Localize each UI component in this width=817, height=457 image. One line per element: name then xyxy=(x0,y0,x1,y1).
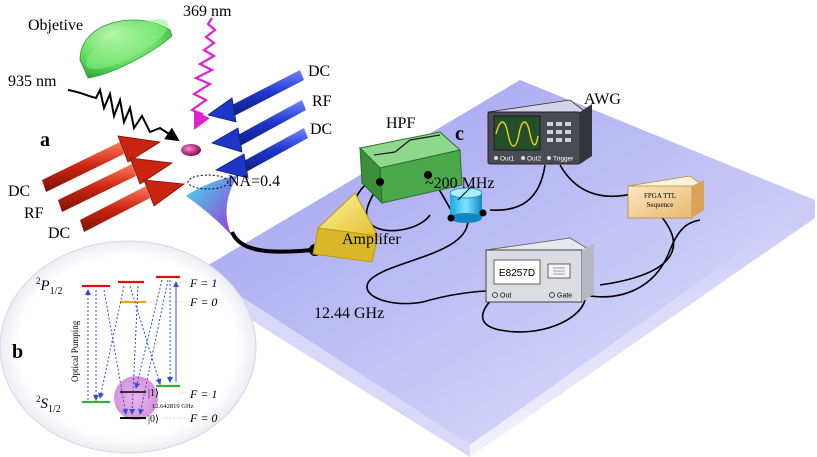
rf-right-label: RF xyxy=(312,93,332,110)
hpf-port-out xyxy=(424,171,432,179)
wavelength-369-label: 369 nm xyxy=(183,3,232,20)
electrode-dc-right-bottom xyxy=(214,128,308,179)
electrode-dc-left-bottom xyxy=(80,179,186,232)
laser-935-wave-icon xyxy=(67,87,180,142)
trapped-ion xyxy=(181,144,201,156)
hpf-label: HPF xyxy=(386,115,415,132)
dc-left-top-label: DC xyxy=(8,183,30,200)
dc-right-bottom-label: DC xyxy=(310,121,332,138)
energy-level-panel: b 2P1/2 2S1/2 F = 1 F = 0 xyxy=(0,240,257,454)
s-f0-label: F = 0 xyxy=(189,411,217,425)
platform-side-left xyxy=(195,270,470,457)
panel-b-label: b xyxy=(12,341,23,363)
wavelength-935-label: 935 nm xyxy=(8,73,57,90)
electrode-rf-right xyxy=(210,100,306,153)
hpf-box: HPF xyxy=(358,115,463,205)
frequency-200mhz-label: ~200 MHz xyxy=(425,175,495,192)
awg-out2-label: Out2 xyxy=(527,156,541,163)
electrode-dc-right-top xyxy=(207,70,304,123)
synth-gate-label: Gate xyxy=(557,293,572,300)
transition-arrows xyxy=(85,279,179,415)
awg-instrument: Out1 Out2 Trigger AWG xyxy=(487,91,621,165)
splitter-cylinder xyxy=(447,185,487,223)
s-f1-label: F = 1 xyxy=(189,387,217,401)
synth-model-label: E8257D xyxy=(499,268,535,279)
synth-display xyxy=(493,259,541,285)
electrodes-left: DC RF DC xyxy=(8,135,186,242)
amplifier-label: Amplifer xyxy=(342,231,401,248)
laser-935: 935 nm xyxy=(8,73,180,142)
p-superscript: 2 xyxy=(36,276,41,286)
panel-c-label: c xyxy=(455,123,464,145)
laser-369: 369 nm xyxy=(183,3,232,130)
dc-right-top-label: DC xyxy=(308,63,330,80)
optical-pumping-label: Optical Pumping xyxy=(70,320,80,382)
cable-cyl-to-synth xyxy=(366,219,504,305)
laser-369-wave-icon xyxy=(189,17,217,130)
level-p-label: 2P1/2 xyxy=(36,276,62,297)
fpga-box: FPGA TTL Sequence xyxy=(626,175,706,219)
hpf-response-icon xyxy=(373,134,441,156)
na-aperture-icon xyxy=(187,174,229,190)
fpga-line1: FPGA TTL xyxy=(644,192,676,200)
awg-label: AWG xyxy=(584,91,621,108)
electrode-rf-left xyxy=(58,157,174,212)
awg-waveform-icon xyxy=(495,121,539,147)
p-f1-label: F = 1 xyxy=(189,276,217,290)
panel-a-label: a xyxy=(40,129,50,151)
s-subscript: 1/2 xyxy=(48,404,61,415)
synthesizer-instrument: E8257D Out Gate xyxy=(484,237,594,303)
splitter-mark-icon xyxy=(457,185,473,201)
ket-0-label: |0⟩ xyxy=(148,414,159,425)
awg-keypad xyxy=(547,122,571,142)
objective-label: Objetive xyxy=(28,17,83,34)
level-panel-background xyxy=(0,240,257,454)
fpga-line2: Sequence xyxy=(647,201,674,209)
cable-objective-to-amplifier xyxy=(230,231,313,254)
collection-cone: NA=0.4 xyxy=(186,173,280,236)
cable-out-loop xyxy=(481,294,586,333)
dc-left-bottom-label: DC xyxy=(48,225,70,242)
rf-left-label: RF xyxy=(24,205,44,222)
electrode-dc-left-top xyxy=(42,135,162,192)
electrodes-right: DC RF DC xyxy=(207,63,332,179)
collection-cone-icon xyxy=(186,176,238,236)
synth-out-label: Out xyxy=(500,293,511,300)
p-f0-label: F = 0 xyxy=(189,295,217,309)
awg-out1-label: Out1 xyxy=(500,156,514,163)
p-subscript: 1/2 xyxy=(50,286,63,297)
awg-trigger-label: Trigger xyxy=(553,156,574,163)
na-label: NA=0.4 xyxy=(228,173,280,190)
cable-awg-to-cyl xyxy=(489,164,546,211)
cables xyxy=(365,164,701,333)
level-s-label: 2S1/2 xyxy=(36,394,61,415)
platform-side-right xyxy=(470,200,815,457)
hpf-port-in xyxy=(376,178,384,186)
s-superscript: 2 xyxy=(36,394,41,404)
amplifier: Amplifer xyxy=(312,192,401,263)
hyperfine-label: 12.642819 GHz xyxy=(152,403,194,410)
cable-fpga-to-synth xyxy=(599,214,675,286)
objective-lens: Objetive xyxy=(28,17,173,79)
frequency-12ghz-label: 12.44 GHz xyxy=(314,305,384,322)
cable-gate xyxy=(589,219,701,298)
s-main: S xyxy=(41,396,49,412)
p-main: P xyxy=(40,278,50,294)
awg-screen xyxy=(493,115,541,151)
ket-1-label: |1⟩ xyxy=(148,388,159,399)
